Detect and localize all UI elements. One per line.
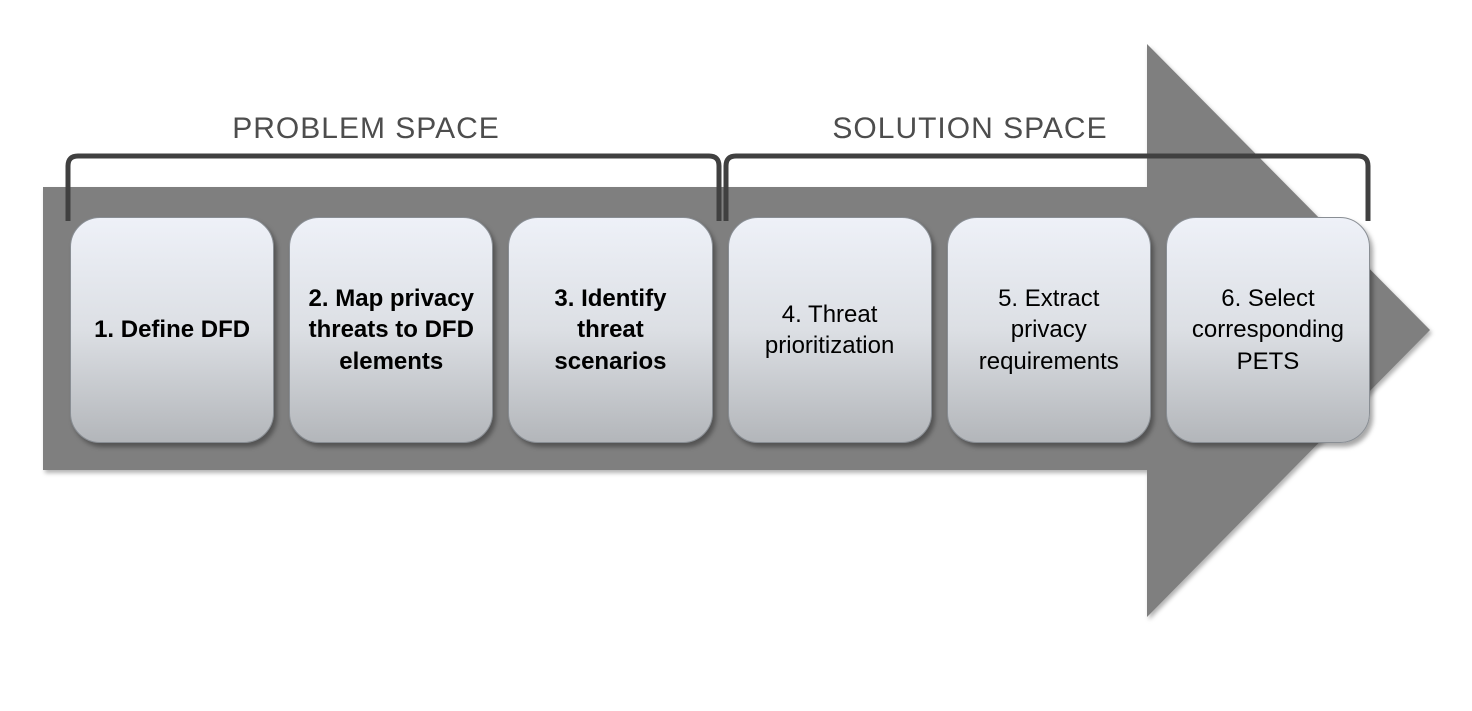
process-step-box-3: 3. Identify threat scenarios [508,217,713,443]
process-step-label: 1. Define DFD [94,316,251,344]
solution-space-label: SOLUTION SPACE [832,112,1108,145]
process-step-label: 3. Identify threat scenarios [554,285,667,375]
process-step-label: 5. Extract privacy requirements [978,285,1119,375]
process-step-box-2: 2. Map privacy threats to DFD elements [289,217,494,443]
process-step-label: 6. Select corresponding PETS [1191,285,1344,375]
process-step-label: 4. Threat prioritization [764,300,895,359]
solution-space-bracket [723,153,1371,221]
process-step-box-4: 4. Threat prioritization [727,217,932,443]
process-step-label: 2. Map privacy threats to DFD elements [308,285,474,375]
process-step-box-5: 5. Extract privacy requirements [946,217,1151,443]
process-step-box-1: 1. Define DFD [70,217,275,443]
problem-space-bracket [65,153,722,221]
steps-row: 1. Define DFD 2. Map privacy threats to D… [70,217,1371,443]
process-step-box-6: 6. Select corresponding PETS [1165,217,1371,443]
problem-space-label: PROBLEM SPACE [232,112,500,145]
